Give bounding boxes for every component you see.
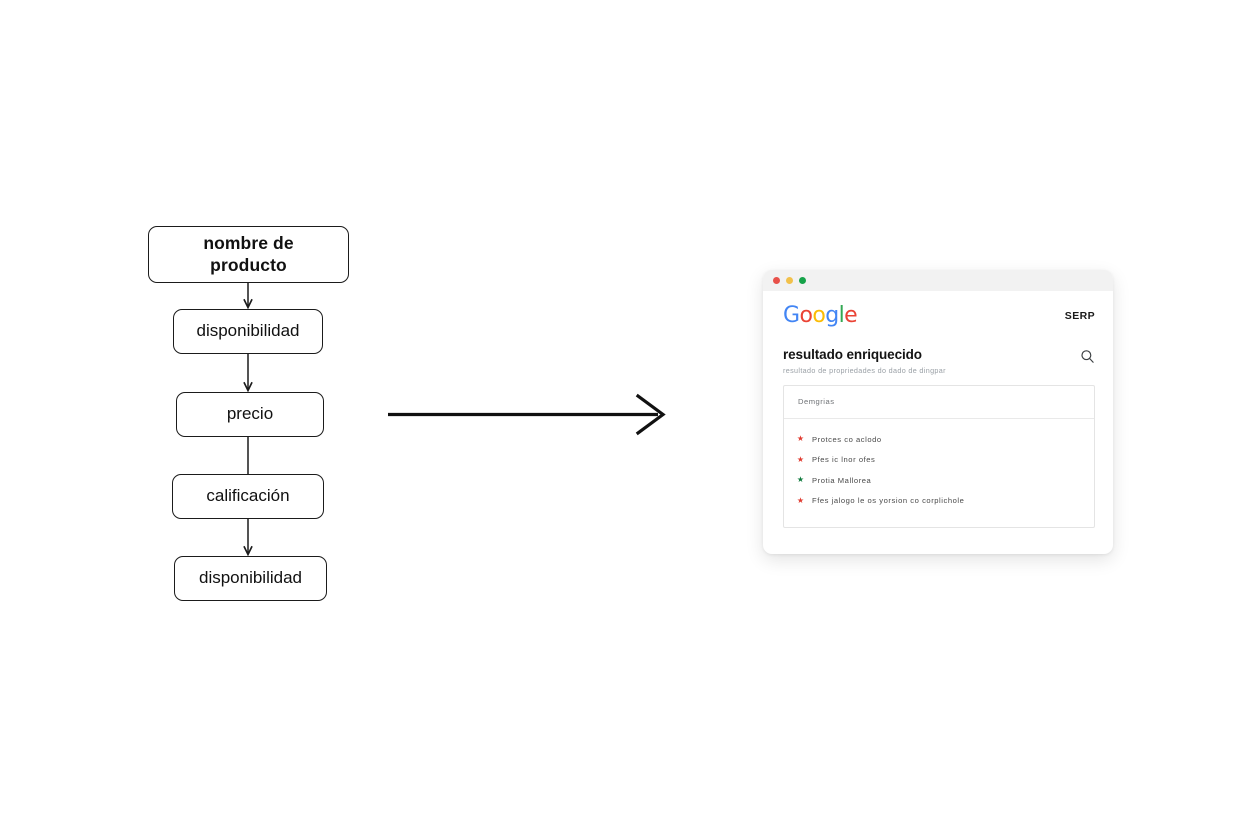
window-minimize-dot-icon[interactable]	[786, 277, 793, 284]
search-icon[interactable]	[1080, 349, 1095, 364]
transition-arrow-icon	[388, 393, 666, 436]
serp-browser-window: Google SERP resultado enriquecido result…	[763, 270, 1113, 554]
serp-label: SERP	[1064, 309, 1095, 322]
serp-subline: resultado de propriedades do dado de din…	[783, 366, 946, 375]
list-item[interactable]: ★ Ffes jalogo le os yorsion co corplicho…	[796, 491, 1080, 512]
serp-headline: resultado enriquecido	[783, 347, 922, 362]
star-icon: ★	[796, 495, 805, 505]
browser-content: Google SERP resultado enriquecido result…	[763, 291, 1113, 542]
serp-headline-block: resultado enriquecido resultado de propr…	[783, 347, 946, 375]
list-item-label: Pfes ic lnor ofes	[812, 455, 876, 465]
google-logo: Google	[783, 303, 858, 328]
list-item[interactable]: ★ Protces co aclodo	[796, 429, 1080, 450]
rich-result-card: Demgrias ★ Protces co aclodo ★ Pfes ic l…	[783, 385, 1095, 528]
star-icon: ★	[796, 454, 805, 464]
window-close-dot-icon[interactable]	[773, 277, 780, 284]
flow-node-label: precio	[226, 404, 274, 424]
list-item-label: Protces co aclodo	[812, 434, 882, 444]
flow-node-price[interactable]: precio	[176, 392, 324, 437]
list-item-label: Protia Mallorea	[812, 475, 872, 485]
star-icon: ★	[796, 434, 805, 444]
serp-brand-row: Google SERP	[783, 303, 1095, 328]
star-icon: ★	[796, 475, 805, 485]
list-item[interactable]: ★ Pfes ic lnor ofes	[796, 450, 1080, 471]
flow-node-label: disponibilidad	[198, 568, 303, 588]
serp-headline-row: resultado enriquecido resultado de propr…	[783, 347, 1095, 375]
browser-titlebar	[763, 270, 1113, 291]
flow-node-availability-top[interactable]: disponibilidad	[173, 309, 323, 354]
flow-node-label: disponibilidad	[196, 321, 300, 341]
window-maximize-dot-icon[interactable]	[799, 277, 806, 284]
flow-node-rating[interactable]: calificación	[172, 474, 324, 519]
flow-node-availability-bottom[interactable]: disponibilidad	[174, 556, 327, 601]
rich-result-bullet-list: ★ Protces co aclodo ★ Pfes ic lnor ofes …	[784, 419, 1094, 527]
flow-node-label: calificación	[206, 486, 290, 506]
serp-query-row[interactable]: Demgrias	[784, 386, 1094, 419]
list-item-label: Ffes jalogo le os yorsion co corplichole	[812, 496, 965, 506]
list-item[interactable]: ★ Protia Mallorea	[796, 470, 1080, 491]
